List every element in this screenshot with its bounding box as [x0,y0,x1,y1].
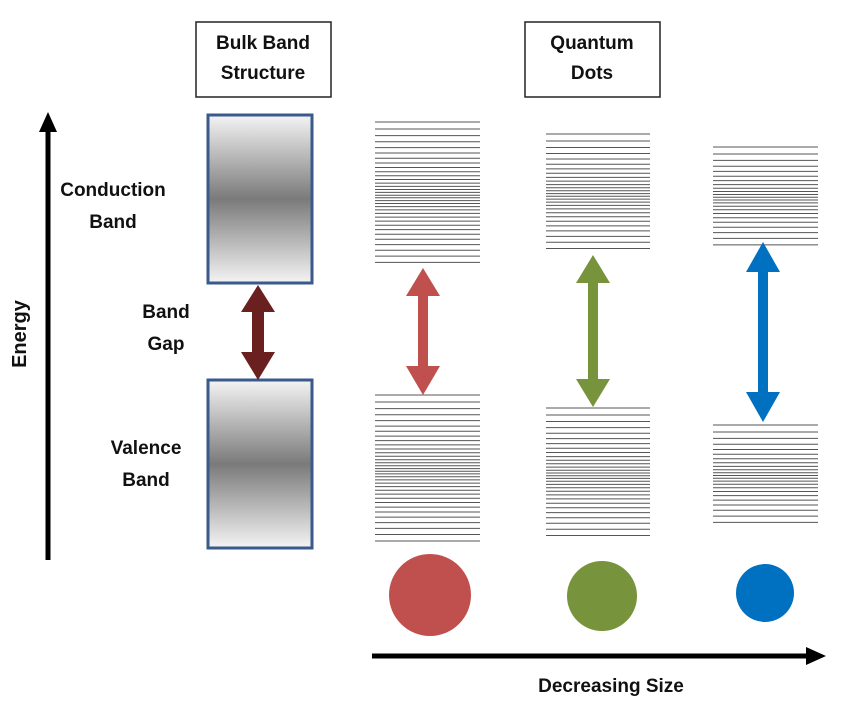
conduction-band-block [206,113,314,285]
green-dot-gap-arrow [576,255,610,407]
valence-band-label-line1: Valence [111,438,182,459]
size-axis-label: Decreasing Size [538,676,684,697]
conduction-band-label-line1: Conduction [60,180,166,201]
size-axis [372,647,826,665]
quantum-header-line2: Dots [571,63,613,84]
bulk-header: Bulk Band Structure [195,21,332,98]
large-red-quantum-dot [389,554,471,636]
blue-valence-levels [713,424,818,523]
bulk-header-line2: Structure [221,63,305,84]
valence-band-block [206,378,314,550]
red-dot-gap-arrow [406,268,440,395]
red-conduction-levels [375,121,480,263]
conduction-band-label-line2: Band [89,212,137,233]
band-gap-label-line1: Band [142,302,190,323]
blue-conduction-levels [713,146,818,246]
valence-band-label-line2: Band [122,470,170,491]
band-gap-label-line2: Gap [148,334,185,355]
medium-green-quantum-dot [567,561,637,631]
bulk-header-line1: Bulk Band [216,33,310,54]
quantum-header-line1: Quantum [550,33,633,54]
green-valence-levels [546,407,650,536]
blue-dot-gap-arrow [746,242,780,422]
red-valence-levels [375,394,480,542]
small-blue-quantum-dot [736,564,794,622]
energy-axis-label: Energy [9,299,31,368]
bulk-gap-arrow [241,285,275,380]
quantum-header: Quantum Dots [524,21,661,98]
green-conduction-levels [546,133,650,249]
quantum-dot-energy-levels [375,121,818,542]
energy-axis [39,112,57,560]
